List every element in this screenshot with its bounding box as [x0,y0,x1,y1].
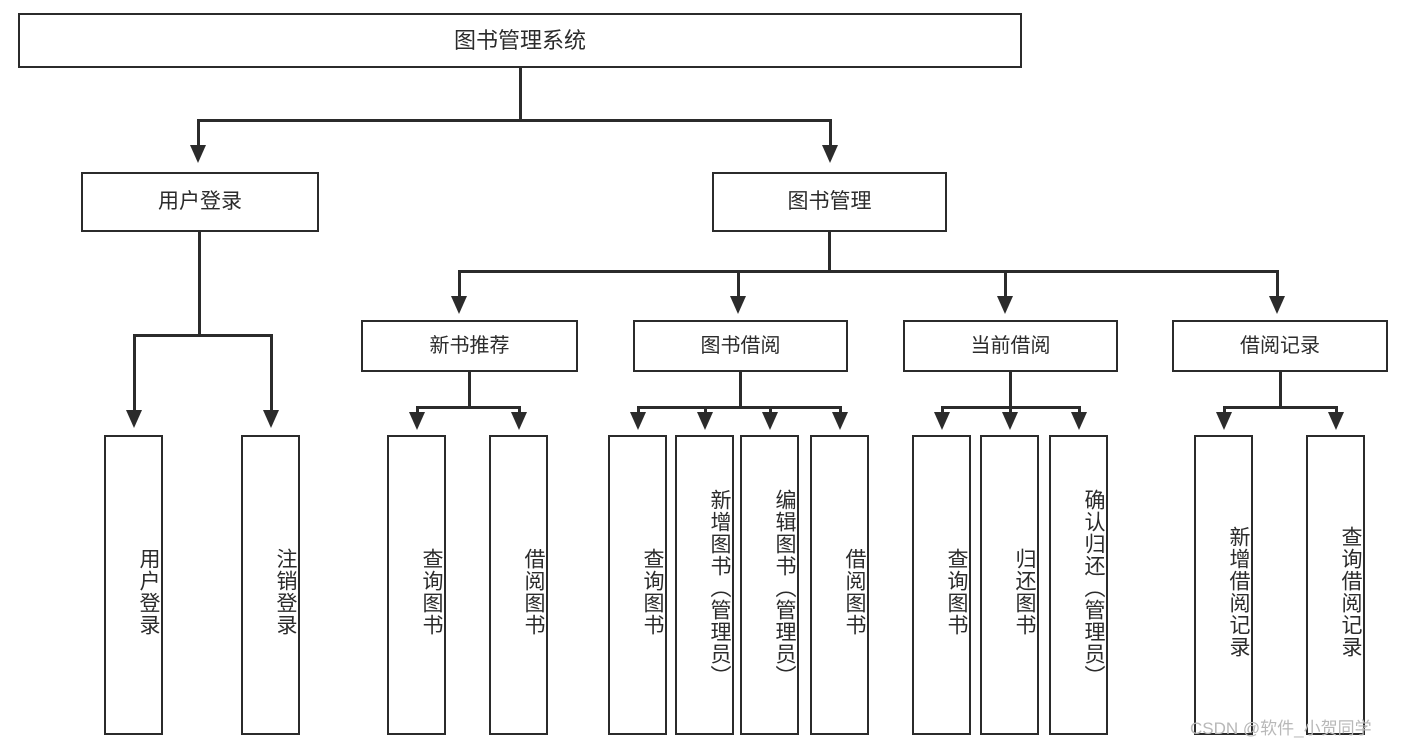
connector-root-bar [197,119,831,122]
connector-bb-bar [637,406,842,409]
node-root-system[interactable]: 图书管理系统 [18,13,1022,68]
connector-level2-drop-3 [1004,270,1007,298]
node-user-login[interactable]: 用户登录 [81,172,319,232]
connector-nbr-bar [416,406,521,409]
leaf-return-book[interactable]: 归还图书 [980,435,1039,735]
arrowhead-nbr-leaf-1 [409,412,425,430]
connector-br-drop-2 [1335,406,1338,414]
leaf-query-book-bb[interactable]: 查询图书 [608,435,667,735]
arrowhead-user-login-leaf-1 [126,410,142,428]
arrowhead-to-current-borrow [997,296,1013,314]
arrowhead-bb-leaf-4 [832,412,848,430]
connector-user-login-drop-1 [133,334,136,412]
connector-br-drop-1 [1223,406,1226,414]
node-new-book-recommend[interactable]: 新书推荐 [361,320,578,372]
arrowhead-nbr-leaf-2 [511,412,527,430]
connector-root-drop-right [829,119,832,147]
connector-bb-stem [739,372,742,408]
connector-level2-bar [458,270,1279,273]
connector-level2-drop-1 [458,270,461,298]
connector-user-login-bar [133,334,273,337]
connector-cb-stem [1009,372,1012,408]
connector-level2-drop-4 [1276,270,1279,298]
arrowhead-user-login-leaf-2 [263,410,279,428]
leaf-query-borrow-record[interactable]: 查询借阅记录 [1306,435,1365,735]
arrowhead-cb-leaf-3 [1071,412,1087,430]
connector-bb-drop-1 [637,406,640,414]
connector-root-stem [519,68,522,120]
node-book-manage[interactable]: 图书管理 [712,172,947,232]
arrowhead-cb-leaf-1 [934,412,950,430]
connector-br-stem [1279,372,1282,408]
node-current-borrow[interactable]: 当前借阅 [903,320,1118,372]
connector-cb-drop-2 [1009,406,1012,414]
node-borrow-record[interactable]: 借阅记录 [1172,320,1388,372]
leaf-query-book-nbr[interactable]: 查询图书 [387,435,446,735]
arrowhead-cb-leaf-2 [1002,412,1018,430]
arrowhead-to-book-manage [822,145,838,163]
leaf-edit-book-admin[interactable]: 编辑图书（管理员） [740,435,799,735]
leaf-add-book-admin[interactable]: 新增图书（管理员） [675,435,734,735]
arrowhead-to-user-login [190,145,206,163]
connector-bb-drop-2 [704,406,707,414]
connector-nbr-drop-1 [416,406,419,414]
arrowhead-bb-leaf-1 [630,412,646,430]
arrowhead-to-book-borrow [730,296,746,314]
arrowhead-br-leaf-2 [1328,412,1344,430]
connector-cb-drop-3 [1078,406,1081,414]
arrowhead-to-new-book-recommend [451,296,467,314]
leaf-logout[interactable]: 注销登录 [241,435,300,735]
connector-user-login-drop-2 [270,334,273,412]
connector-br-bar [1223,406,1338,409]
connector-book-manage-stem [828,232,831,272]
leaf-add-borrow-record[interactable]: 新增借阅记录 [1194,435,1253,735]
connector-user-login-stem [198,232,201,336]
connector-bb-drop-3 [769,406,772,414]
arrowhead-bb-leaf-3 [762,412,778,430]
arrowhead-br-leaf-1 [1216,412,1232,430]
watermark-csdn: CSDN @软件_小贺同学 [1190,719,1372,738]
leaf-confirm-return-admin[interactable]: 确认归还（管理员） [1049,435,1108,735]
connector-nbr-drop-2 [518,406,521,414]
connector-level2-drop-2 [737,270,740,298]
arrowhead-bb-leaf-2 [697,412,713,430]
node-book-borrow[interactable]: 图书借阅 [633,320,848,372]
arrowhead-to-borrow-record [1269,296,1285,314]
leaf-query-book-cb[interactable]: 查询图书 [912,435,971,735]
leaf-borrow-book-bb[interactable]: 借阅图书 [810,435,869,735]
leaf-user-login[interactable]: 用户登录 [104,435,163,735]
connector-cb-drop-1 [941,406,944,414]
leaf-borrow-book-nbr[interactable]: 借阅图书 [489,435,548,735]
connector-bb-drop-4 [839,406,842,414]
connector-root-drop-left [197,119,200,147]
connector-nbr-stem [468,372,471,408]
